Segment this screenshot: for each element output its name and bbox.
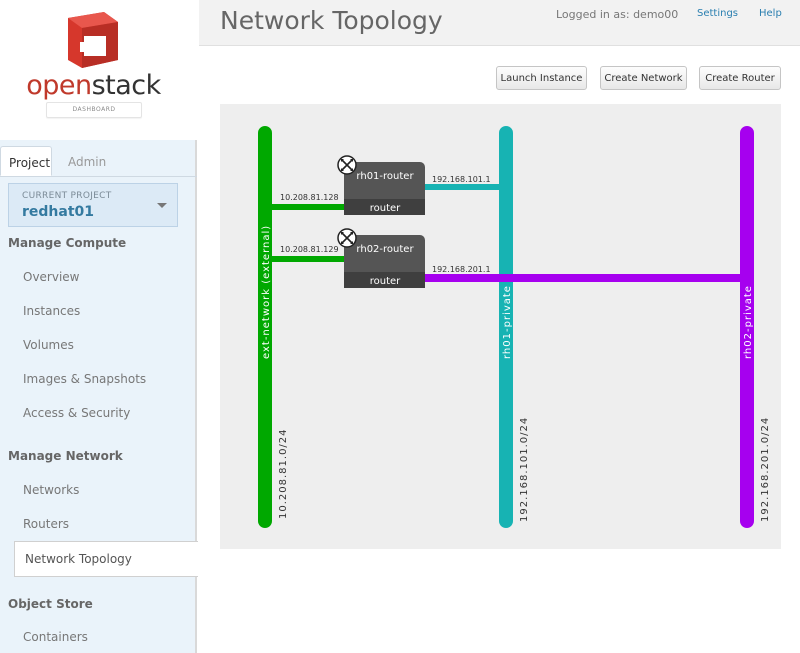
- sidebar-item-images-snapshots[interactable]: Images & Snapshots: [23, 372, 147, 386]
- tab-admin[interactable]: Admin: [68, 155, 107, 169]
- page-header: Network Topology Logged in as: demo00 Se…: [199, 0, 800, 46]
- create-router-button[interactable]: Create Router: [699, 66, 781, 90]
- rh01-router-int-ip: 192.168.101.1: [432, 175, 491, 184]
- network-bar-rh02-private[interactable]: [740, 126, 754, 528]
- brand-area: openstack DASHBOARD: [0, 0, 197, 140]
- sidebar-item-containers[interactable]: Containers: [23, 630, 88, 644]
- nav-heading-manage-network: Manage Network: [8, 449, 123, 463]
- router-name-rh02: rh02-router: [356, 244, 414, 255]
- rh02-router-ext-ip: 10.208.81.129: [280, 245, 339, 254]
- sidebar-item-access-security[interactable]: Access & Security: [23, 406, 131, 420]
- link-rh01-router-int: [425, 184, 499, 190]
- sidebar: openstack DASHBOARD Project Admin CURREN…: [0, 0, 198, 653]
- launch-instance-button[interactable]: Launch Instance: [496, 66, 587, 90]
- brand-word-open: open: [26, 70, 92, 101]
- network-cidr-rh02-private: 192.168.201.0/24: [760, 417, 771, 522]
- topology-canvas: ext-network (external) rh01-private rh02…: [220, 104, 781, 549]
- router-rh01[interactable]: rh01-router router: [344, 162, 425, 215]
- sidebar-item-volumes[interactable]: Volumes: [23, 338, 74, 352]
- sidebar-item-network-topology[interactable]: Network Topology: [14, 541, 198, 577]
- settings-link[interactable]: Settings: [697, 8, 739, 19]
- sidebar-tabs: Project Admin: [0, 146, 197, 177]
- network-label-ext-network: ext-network (external): [261, 225, 272, 359]
- sidebar-item-routers[interactable]: Routers: [23, 517, 70, 531]
- sidebar-item-networks[interactable]: Networks: [23, 483, 80, 497]
- current-project-caption: CURRENT PROJECT: [22, 191, 112, 201]
- openstack-logo-icon: [68, 12, 118, 68]
- router-move-icon: [337, 228, 357, 248]
- brand-wordmark: openstack: [0, 70, 187, 101]
- network-cidr-ext-network: 10.208.81.0/24: [278, 428, 289, 519]
- router-type-rh01: router: [370, 203, 401, 214]
- link-rh01-router-ext: [272, 204, 345, 210]
- nav-heading-manage-compute: Manage Compute: [8, 236, 127, 250]
- router-rh02[interactable]: rh02-router router: [344, 235, 425, 288]
- logged-in-user: Logged in as: demo00: [556, 8, 679, 21]
- link-rh02-router-ext: [272, 256, 345, 262]
- network-bar-ext-network[interactable]: [258, 126, 272, 528]
- brand-word-stack: stack: [91, 70, 162, 101]
- chevron-down-icon: [157, 203, 167, 208]
- router-name-rh01: rh01-router: [356, 171, 414, 182]
- nav-heading-object-store: Object Store: [8, 597, 93, 611]
- network-label-rh01-private: rh01-private: [502, 285, 513, 359]
- topology-diagram: ext-network (external) rh01-private rh02…: [258, 126, 771, 528]
- router-move-icon: [337, 155, 357, 175]
- rh02-router-int-ip: 192.168.201.1: [432, 265, 491, 274]
- current-project-name: redhat01: [22, 204, 95, 220]
- network-bar-rh01-private[interactable]: [499, 126, 513, 528]
- network-label-rh02-private: rh02-private: [743, 285, 754, 359]
- sidebar-item-overview[interactable]: Overview: [23, 270, 80, 284]
- sidebar-item-instances[interactable]: Instances: [23, 304, 81, 318]
- network-cidr-rh01-private: 192.168.101.0/24: [519, 417, 530, 522]
- tab-project[interactable]: Project: [0, 146, 52, 176]
- rh01-router-ext-ip: 10.208.81.128: [280, 193, 339, 202]
- page-title: Network Topology: [220, 6, 443, 35]
- dashboard-badge: DASHBOARD: [46, 102, 142, 118]
- current-project-selector[interactable]: CURRENT PROJECT redhat01: [8, 183, 178, 227]
- link-rh02-router-int: [425, 274, 740, 282]
- router-type-rh02: router: [370, 276, 401, 287]
- help-link[interactable]: Help: [759, 8, 782, 19]
- create-network-button[interactable]: Create Network: [600, 66, 687, 90]
